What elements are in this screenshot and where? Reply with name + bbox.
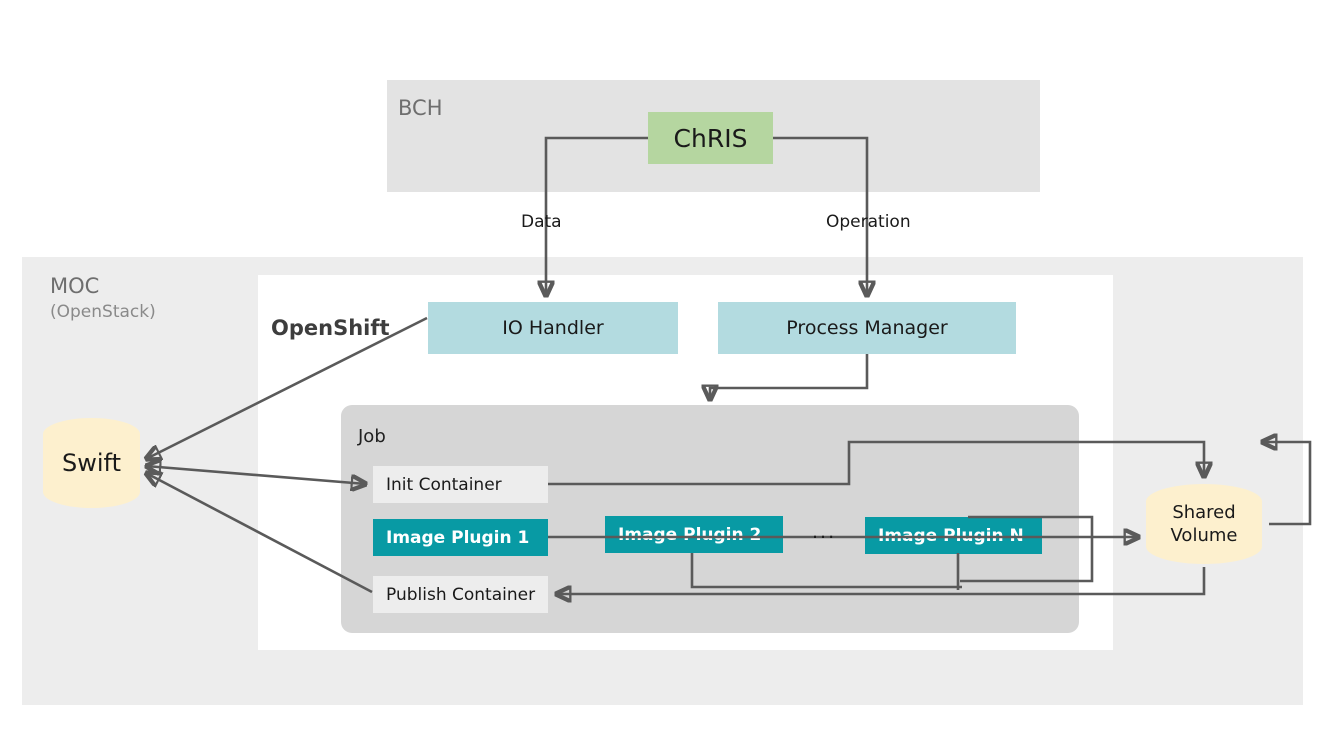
region-bch-title: BCH (398, 96, 443, 120)
node-shared-volume[interactable]: Shared Volume (1146, 484, 1262, 564)
node-chris[interactable]: ChRIS (648, 112, 773, 164)
node-process-manager[interactable]: Process Manager (718, 302, 1016, 354)
node-shared-volume-label-line2: Volume (1170, 525, 1238, 546)
node-init-container[interactable]: Init Container (373, 466, 548, 503)
region-moc-title: MOC (50, 274, 100, 298)
node-io-handler[interactable]: IO Handler (428, 302, 678, 354)
node-swift-label: Swift (62, 449, 121, 477)
node-image-plugin-1[interactable]: Image Plugin 1 (373, 519, 548, 556)
region-job-title: Job (358, 426, 386, 447)
node-image-plugin-2[interactable]: Image Plugin 2 (605, 516, 783, 553)
node-publish-container[interactable]: Publish Container (373, 576, 548, 613)
region-moc-subtitle: (OpenStack) (50, 302, 156, 322)
node-shared-volume-label-line1: Shared (1172, 501, 1236, 523)
plugin-ellipsis-label: ... (812, 521, 837, 543)
edge-label-operation: Operation (826, 212, 911, 232)
node-swift[interactable]: Swift (43, 418, 140, 508)
node-image-plugin-n[interactable]: Image Plugin N (865, 517, 1042, 554)
edge-label-data: Data (521, 212, 562, 232)
region-openshift-title: OpenShift (271, 316, 390, 340)
